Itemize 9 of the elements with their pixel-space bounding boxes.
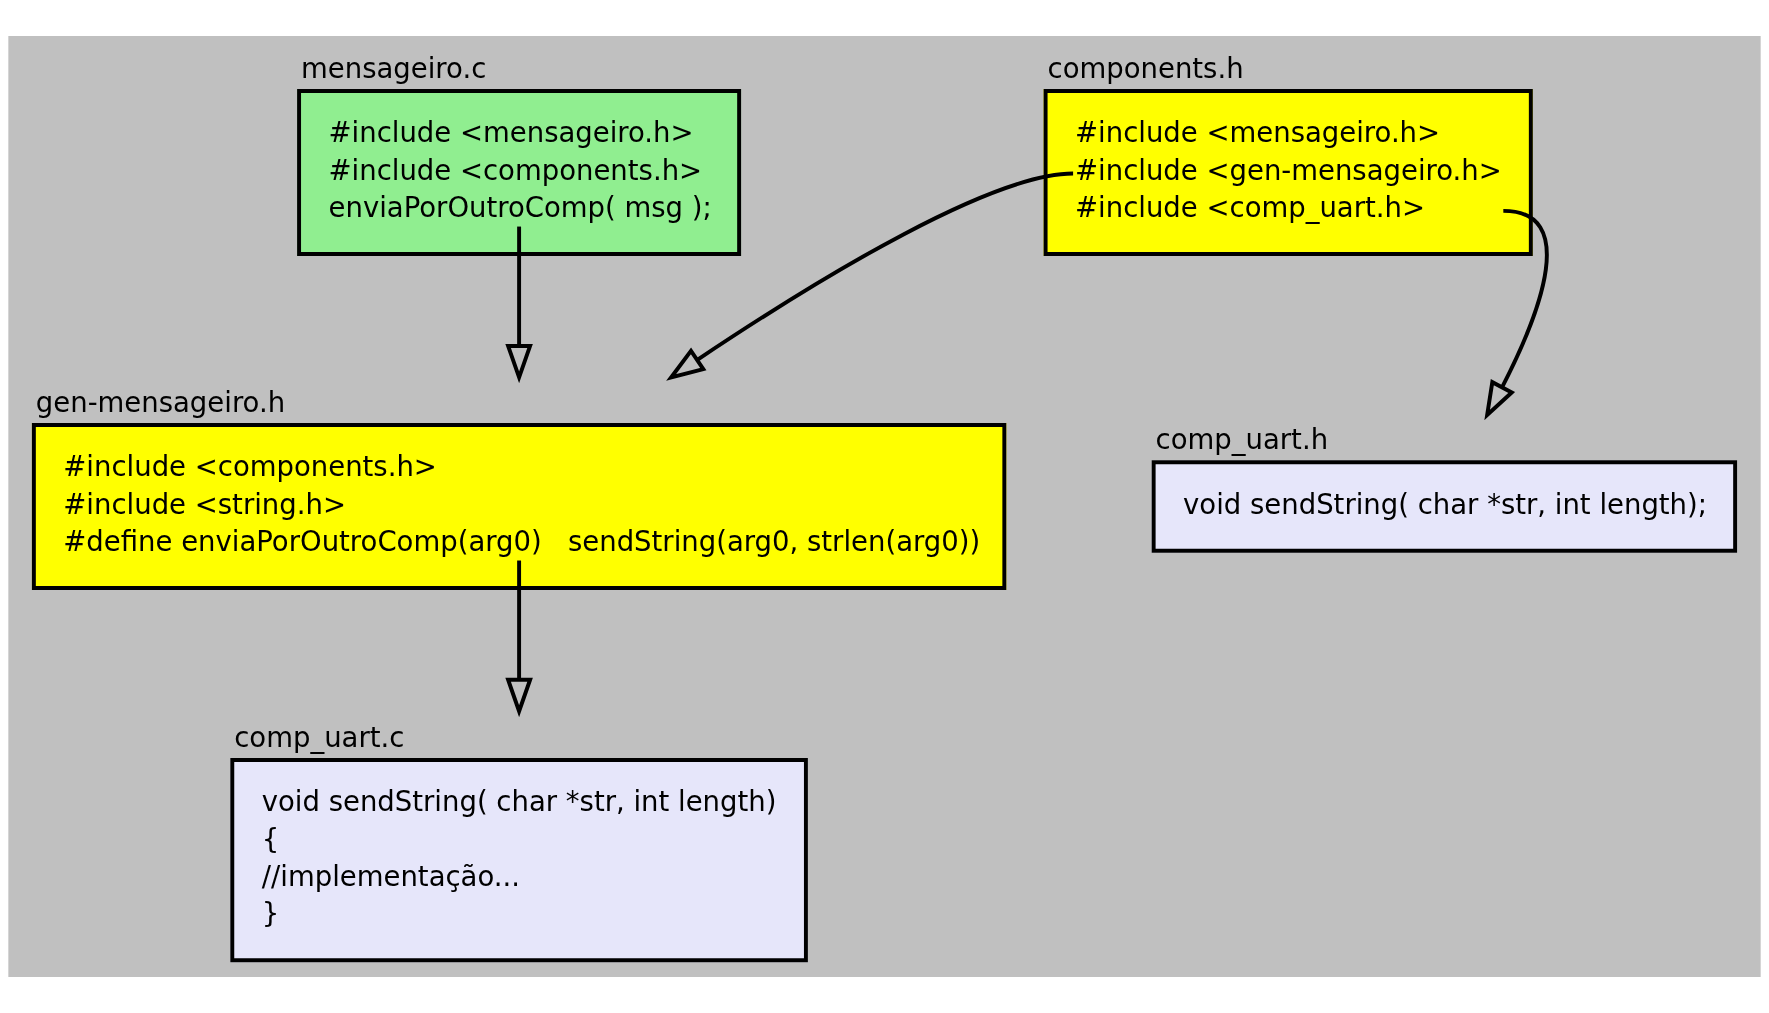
node-label: comp_uart.h: [1155, 422, 1329, 455]
arrow: [505, 226, 533, 384]
arrow: [1484, 208, 1549, 421]
node-label: gen-mensageiro.h: [35, 385, 286, 418]
node-label: mensageiro.c: [301, 51, 487, 84]
arrow: [505, 560, 533, 718]
node-label: comp_uart.c: [234, 720, 405, 753]
arrow: [666, 171, 1074, 381]
node-label: components.h: [1047, 51, 1244, 84]
